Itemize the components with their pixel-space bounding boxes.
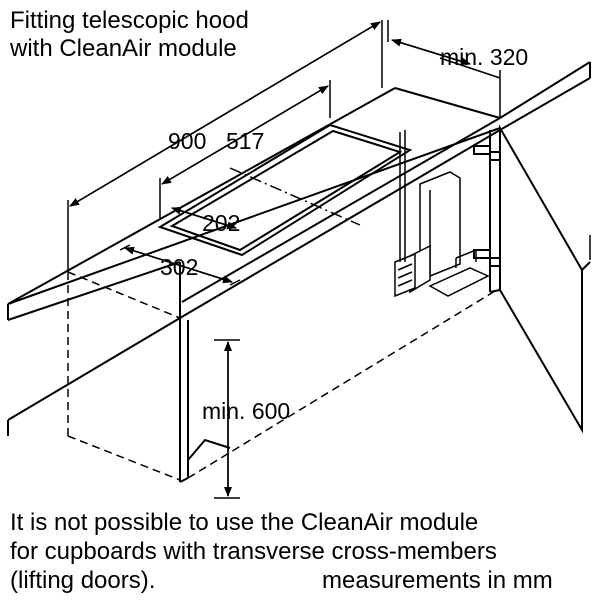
title-line-1: Fitting telescopic hood — [10, 7, 249, 34]
note-line-3: (lifting doors). — [10, 567, 156, 594]
note-line-2: for cupboards with transverse cross-memb… — [10, 538, 497, 565]
dim-label-517: 517 — [226, 128, 265, 154]
dim-label-900: 900 — [168, 128, 207, 154]
dim-517 — [159, 80, 331, 218]
worktop — [7, 61, 591, 436]
cabinet-outline-dashed — [67, 271, 501, 481]
dim-label-min-600: min. 600 — [202, 398, 291, 424]
hob-centre-line — [229, 167, 361, 226]
dim-900 — [67, 20, 383, 272]
note-line-1: It is not possible to use the CleanAir m… — [10, 509, 479, 536]
dim-label-302: 302 — [160, 254, 199, 280]
cabinet-door — [473, 124, 591, 434]
title-line-2: with CleanAir module — [10, 35, 237, 62]
dim-label-min-320: min. 320 — [440, 44, 529, 70]
dim-302 — [119, 244, 241, 286]
dim-min-320 — [387, 20, 501, 118]
dim-min-600 — [214, 339, 240, 499]
dim-202 — [171, 206, 237, 230]
units-note: measurements in mm — [322, 567, 553, 594]
cleanair-module — [394, 130, 490, 298]
dim-label-202: 202 — [202, 210, 241, 236]
cabinet-front — [179, 318, 231, 483]
